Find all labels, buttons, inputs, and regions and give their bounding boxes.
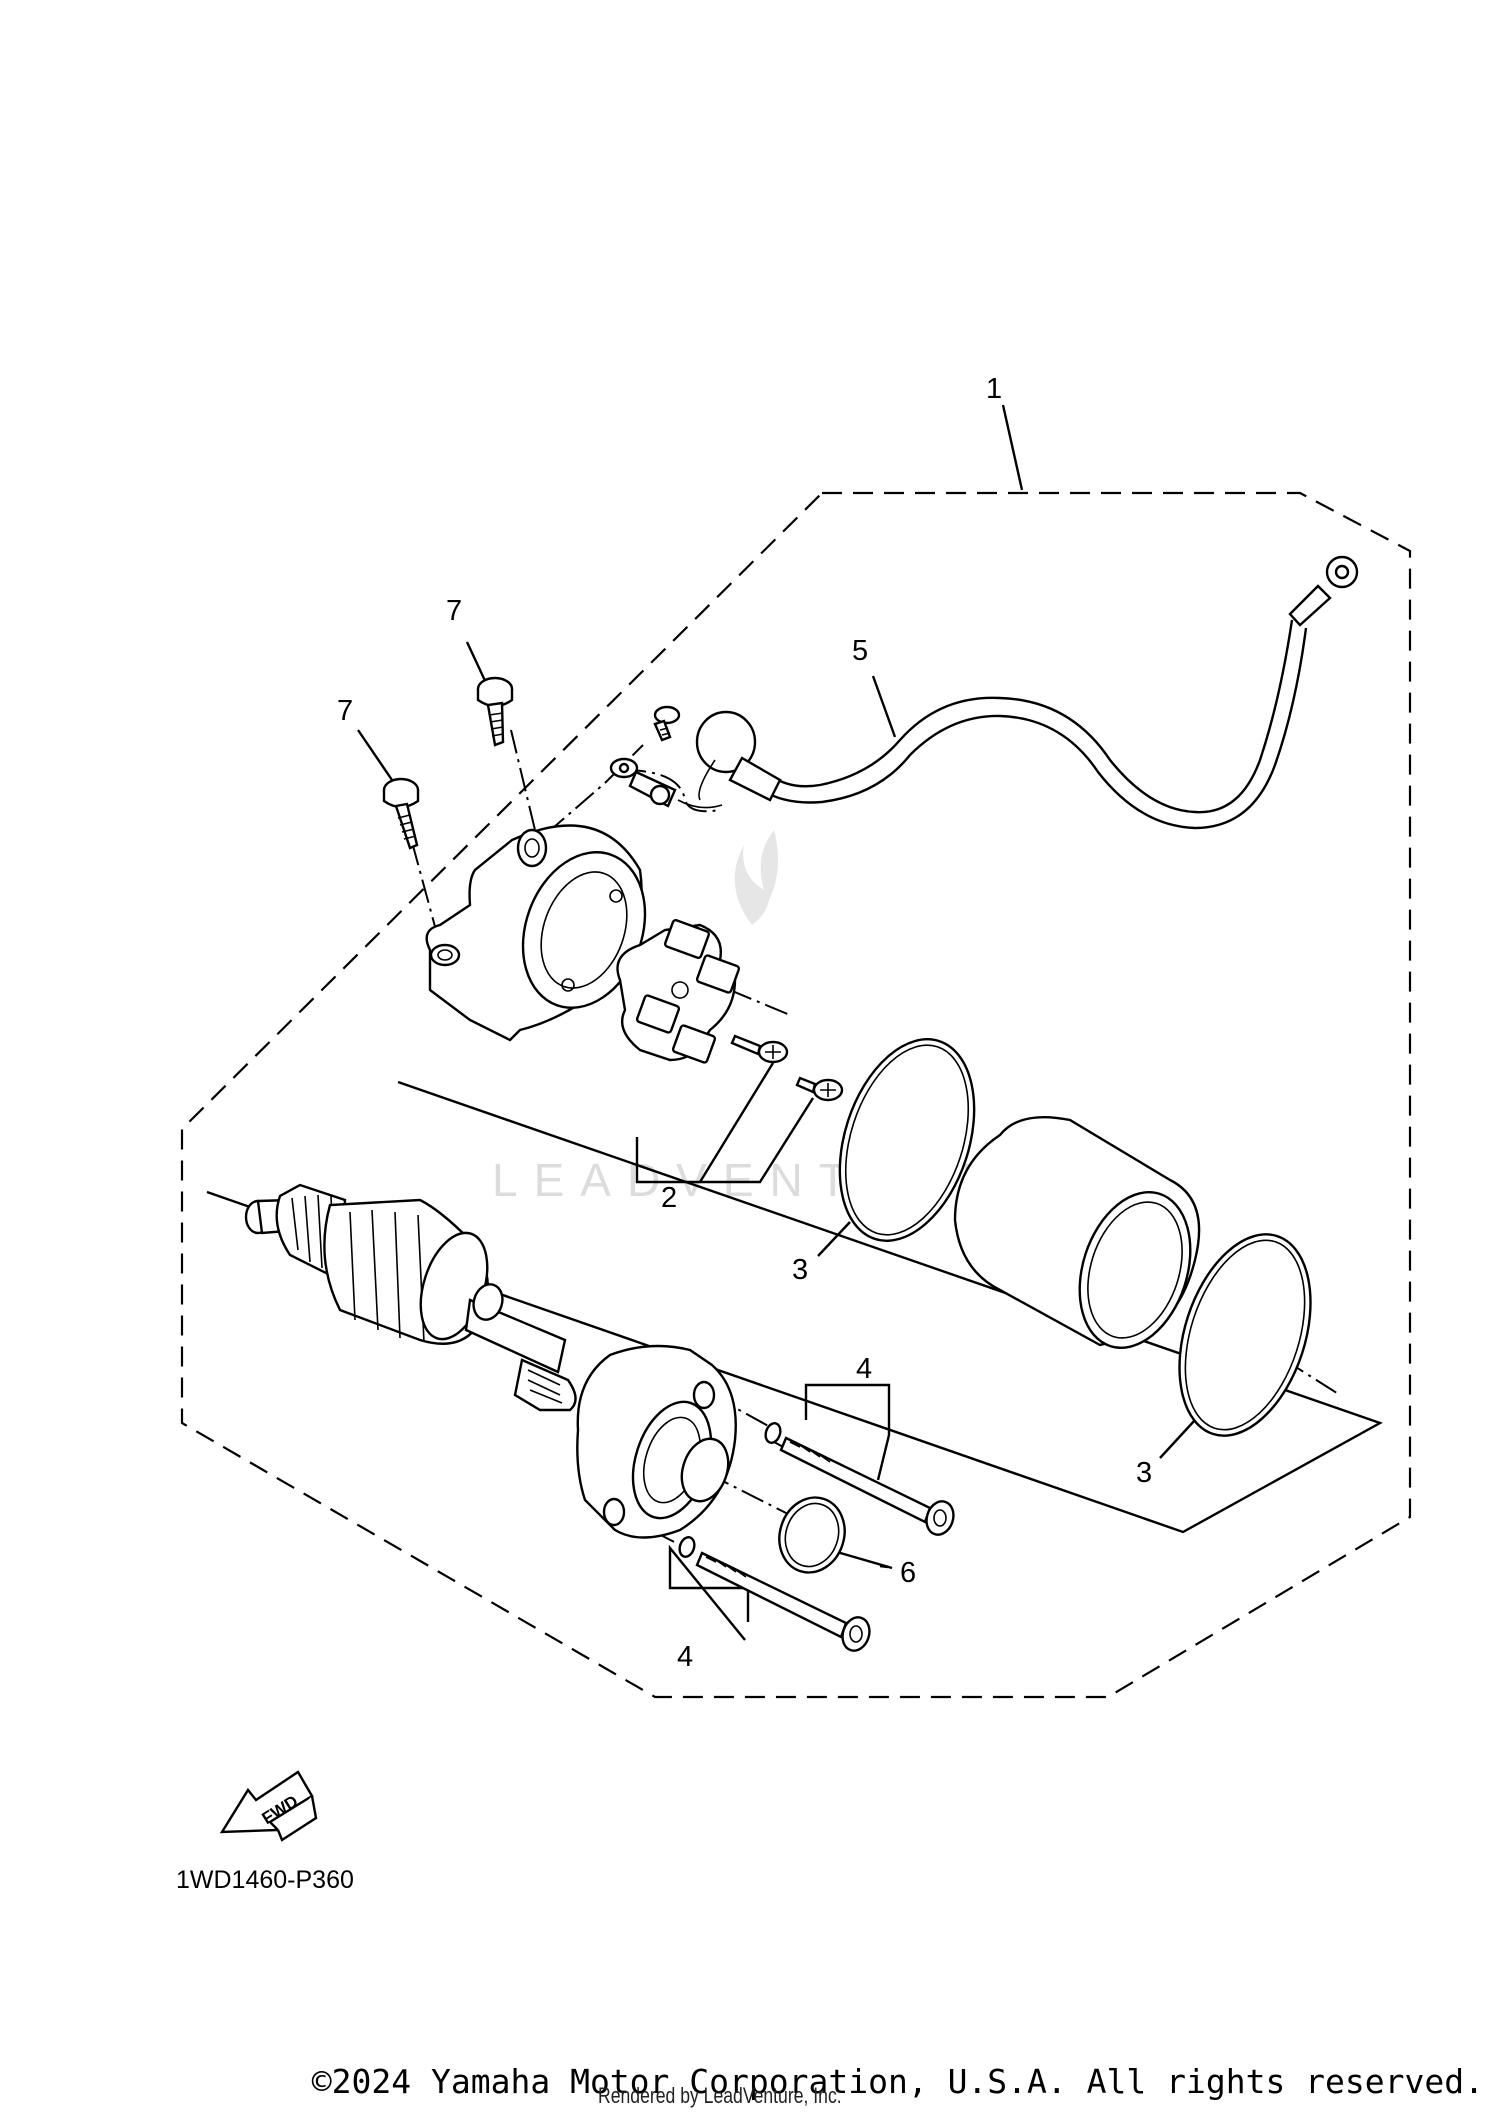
callout-7-upper: 7 (446, 595, 462, 627)
through-bolt-upper (779, 1436, 955, 1536)
small-o-ring-lower (678, 1536, 696, 1558)
armature (244, 1183, 577, 1412)
assembly-boundary (180, 491, 1412, 1699)
callout-4-lower: 4 (677, 1641, 693, 1673)
through-bolt-lower (695, 1551, 871, 1652)
o-ring-3-upper (838, 1038, 976, 1242)
copyright-notice: ©2024 Yamaha Motor Corporation, U.S.A. A… (311, 2062, 1484, 2101)
lead-wire (609, 757, 723, 809)
starter-cable (695, 555, 1359, 830)
rendered-by-notice: Rendered by LeadVenture, Inc. (598, 2083, 842, 2108)
callout-3-upper: 3 (792, 1254, 808, 1286)
brush-holder (616, 918, 741, 1064)
callout-7-lower: 7 (337, 695, 353, 727)
callout-2: 2 (661, 1182, 677, 1214)
small-o-ring-upper (764, 1422, 782, 1444)
diagram-code: 1WD1460-P360 (176, 1866, 354, 1894)
callout-4-upper: 4 (856, 1353, 872, 1385)
leader-lines (357, 404, 1196, 1641)
callout-1: 1 (986, 373, 1002, 405)
o-ring-3-lower (1178, 1233, 1312, 1437)
brush-screw-2 (795, 1076, 844, 1102)
brush-screw-1 (730, 1034, 789, 1064)
terminal-screw (653, 705, 681, 742)
callout-3-lower: 3 (1136, 1457, 1152, 1489)
bolt-7-lower (382, 777, 420, 850)
rear-bracket (425, 824, 647, 1042)
yoke-housing (953, 1116, 1201, 1349)
callout-6: 6 (900, 1557, 916, 1589)
front-bracket (576, 1344, 737, 1539)
bolt-7-upper (476, 676, 514, 747)
fwd-arrow-icon: FWD (219, 1770, 318, 1842)
o-ring-6 (778, 1496, 846, 1574)
callout-5: 5 (852, 635, 868, 667)
